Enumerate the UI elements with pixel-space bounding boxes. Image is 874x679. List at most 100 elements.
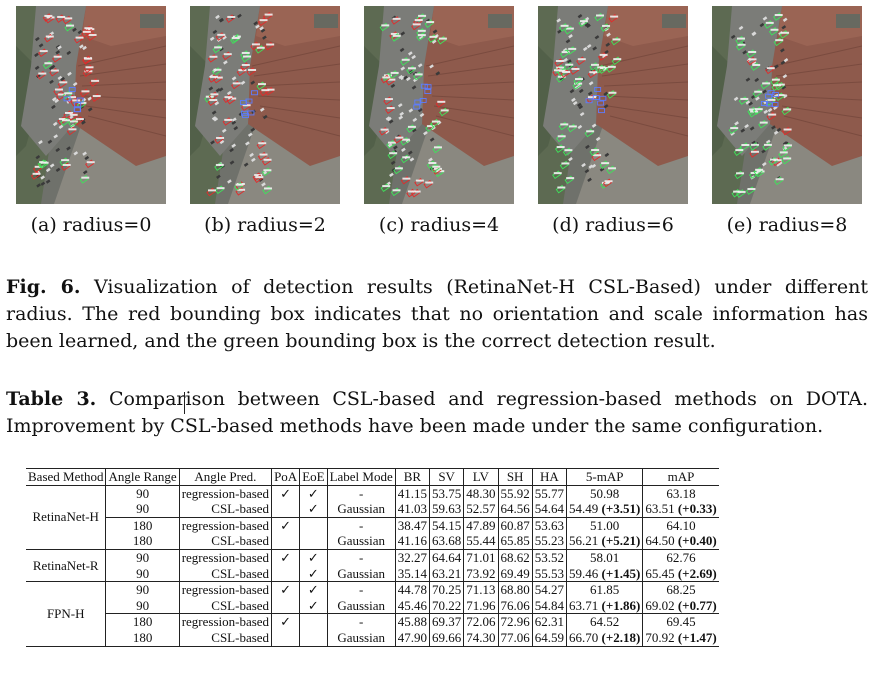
map-cell: 64.10 <box>642 516 719 534</box>
label-cell: - <box>327 485 396 502</box>
table-header-row: Based Method Angle Range Angle Pred. PoA… <box>26 468 719 486</box>
based-method-cell: RetinaNet-R <box>26 548 107 582</box>
based-method-cell: RetinaNet-H <box>26 485 107 550</box>
range-cell: 180 <box>105 533 180 550</box>
sv-cell: 64.64 <box>429 548 465 566</box>
map5-cell: 66.70 (+2.18) <box>566 629 644 647</box>
figure-6: (a) radius=0 (b) radius=2 (c) radius=4 (… <box>0 6 874 246</box>
lv-cell: 71.13 <box>463 581 499 598</box>
header-lv: LV <box>463 468 499 486</box>
eoe-cell: ✓ <box>299 548 328 566</box>
poa-cell <box>271 629 301 647</box>
ha-cell: 53.52 <box>532 548 568 566</box>
poa-cell <box>271 565 301 582</box>
ha-cell: 55.23 <box>532 533 568 550</box>
br-cell: 41.03 <box>395 501 431 518</box>
br-cell: 38.47 <box>395 516 431 534</box>
detection-image-radius-8 <box>712 6 862 204</box>
pred-cell: regression-based <box>179 581 273 598</box>
subcaption-a: (a) radius=0 <box>30 214 152 236</box>
pred-cell: CSL-based <box>179 565 273 582</box>
label-cell: Gaussian <box>327 629 396 647</box>
label-cell: Gaussian <box>327 565 396 582</box>
sh-cell: 68.80 <box>498 581 533 598</box>
aerial-photo <box>538 6 688 204</box>
map5-improvement: (+2.18) <box>601 629 641 645</box>
label-cell: - <box>327 548 396 566</box>
sv-cell: 63.68 <box>429 533 465 550</box>
map5-cell: 64.52 <box>566 613 644 630</box>
aerial-photo <box>364 6 514 204</box>
pred-cell: CSL-based <box>179 597 273 614</box>
sv-cell: 69.66 <box>429 629 465 647</box>
sv-cell: 54.15 <box>429 516 465 534</box>
map5-value: 56.21 <box>569 533 599 549</box>
header-sh: SH <box>498 468 533 486</box>
map5-improvement: (+5.21) <box>601 533 641 549</box>
aerial-photo <box>16 6 166 204</box>
label-cell: Gaussian <box>327 501 396 518</box>
figure-caption: Fig. 6. Visualization of detection resul… <box>6 274 868 355</box>
eoe-cell: ✓ <box>299 565 328 582</box>
map5-cell: 59.46 (+1.45) <box>566 565 644 582</box>
map5-cell: 63.71 (+1.86) <box>566 597 644 614</box>
pred-cell: regression-based <box>179 548 273 566</box>
pred-cell: CSL-based <box>179 501 273 518</box>
header-5-map: 5-mAP <box>566 468 644 486</box>
eoe-cell: ✓ <box>299 485 328 502</box>
map-value: 69.45 <box>666 614 696 630</box>
map-value: 70.92 <box>645 629 675 645</box>
subcaption-e: (e) radius=8 <box>726 214 848 236</box>
map-improvement: (+0.33) <box>677 501 717 517</box>
map5-value: 63.71 <box>569 597 599 613</box>
sv-cell: 59.63 <box>429 501 465 518</box>
map-value: 64.50 <box>645 533 675 549</box>
map-cell: 63.51 (+0.33) <box>643 501 719 517</box>
poa-cell: ✓ <box>271 548 301 566</box>
pred-cell: CSL-based <box>179 533 273 550</box>
map-improvement: (+2.69) <box>677 565 717 581</box>
pred-cell: regression-based <box>179 485 273 502</box>
header-label-mode: Label Mode <box>327 468 396 486</box>
subcaption-d: (d) radius=6 <box>552 214 674 236</box>
range-cell: 90 <box>105 548 180 566</box>
map5-value: 66.70 <box>569 629 599 645</box>
eoe-cell <box>299 533 328 550</box>
figure-caption-prefix: Fig. 6. <box>6 276 81 298</box>
subcaption-b: (b) radius=2 <box>204 214 326 236</box>
sv-cell: 69.37 <box>429 613 465 630</box>
table-caption-text: Comparison between CSL-based and regress… <box>6 388 868 437</box>
ha-cell: 62.31 <box>532 613 568 630</box>
range-cell: 90 <box>105 501 180 518</box>
map5-value: 59.46 <box>569 565 599 581</box>
sh-cell: 76.06 <box>498 597 533 614</box>
subcaption-c: (c) radius=4 <box>378 214 500 236</box>
label-cell: - <box>327 516 396 534</box>
map5-cell: 50.98 <box>566 485 644 502</box>
map5-value: 61.85 <box>590 582 620 598</box>
br-cell: 45.46 <box>395 597 431 614</box>
map5-value: 58.01 <box>590 549 620 565</box>
map-cell: 70.92 (+1.47) <box>642 629 719 647</box>
map5-improvement: (+1.45) <box>601 565 641 581</box>
map-improvement: (+0.40) <box>677 533 717 549</box>
map-value: 62.76 <box>666 549 696 565</box>
poa-cell: ✓ <box>271 485 301 502</box>
br-cell: 41.15 <box>395 485 431 502</box>
lv-cell: 71.01 <box>463 548 499 566</box>
sv-cell: 63.21 <box>429 565 465 582</box>
map-cell: 64.50 (+0.40) <box>643 533 719 549</box>
detection-image-radius-2 <box>190 6 340 204</box>
range-cell: 90 <box>105 565 180 582</box>
sv-cell: 53.75 <box>429 485 465 502</box>
map-cell: 65.45 (+2.69) <box>643 566 719 582</box>
pred-cell: regression-based <box>179 516 273 534</box>
sh-cell: 55.92 <box>498 485 533 502</box>
detection-image-radius-4 <box>364 6 514 204</box>
